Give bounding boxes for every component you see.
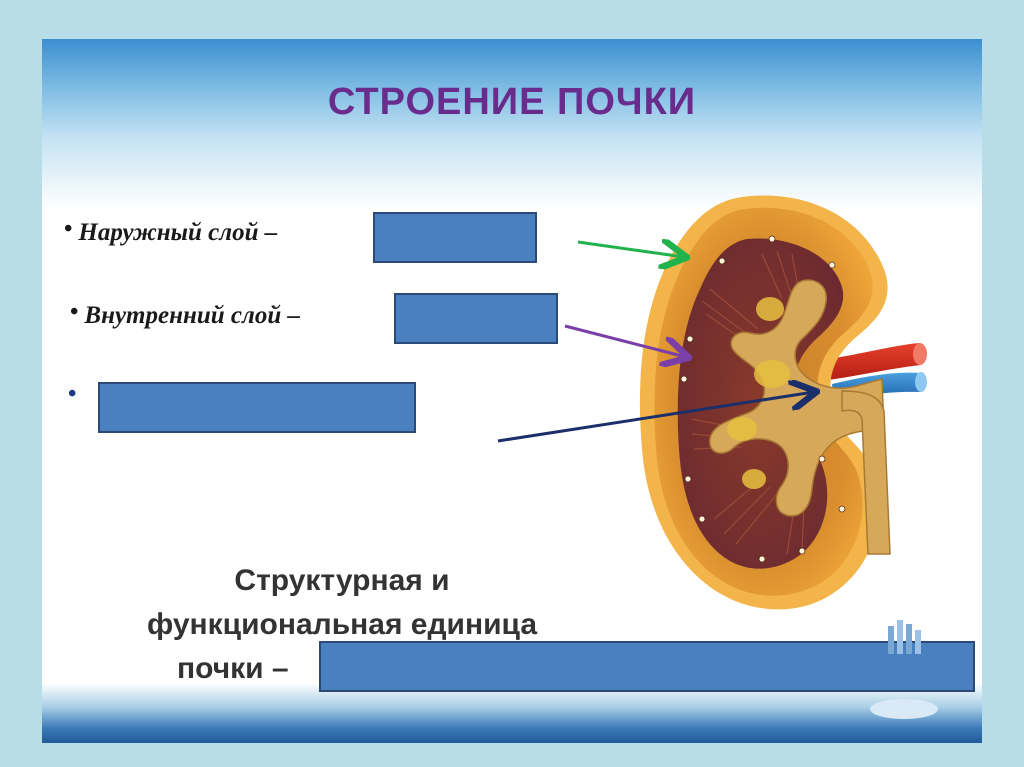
- slide: СТРОЕНИЕ ПОЧКИ •Наружный слой – •Внутрен…: [42, 39, 982, 743]
- kidney-illustration: [42, 39, 982, 743]
- decorative-logo: [864, 614, 944, 724]
- arrow-outer-layer: [578, 242, 684, 257]
